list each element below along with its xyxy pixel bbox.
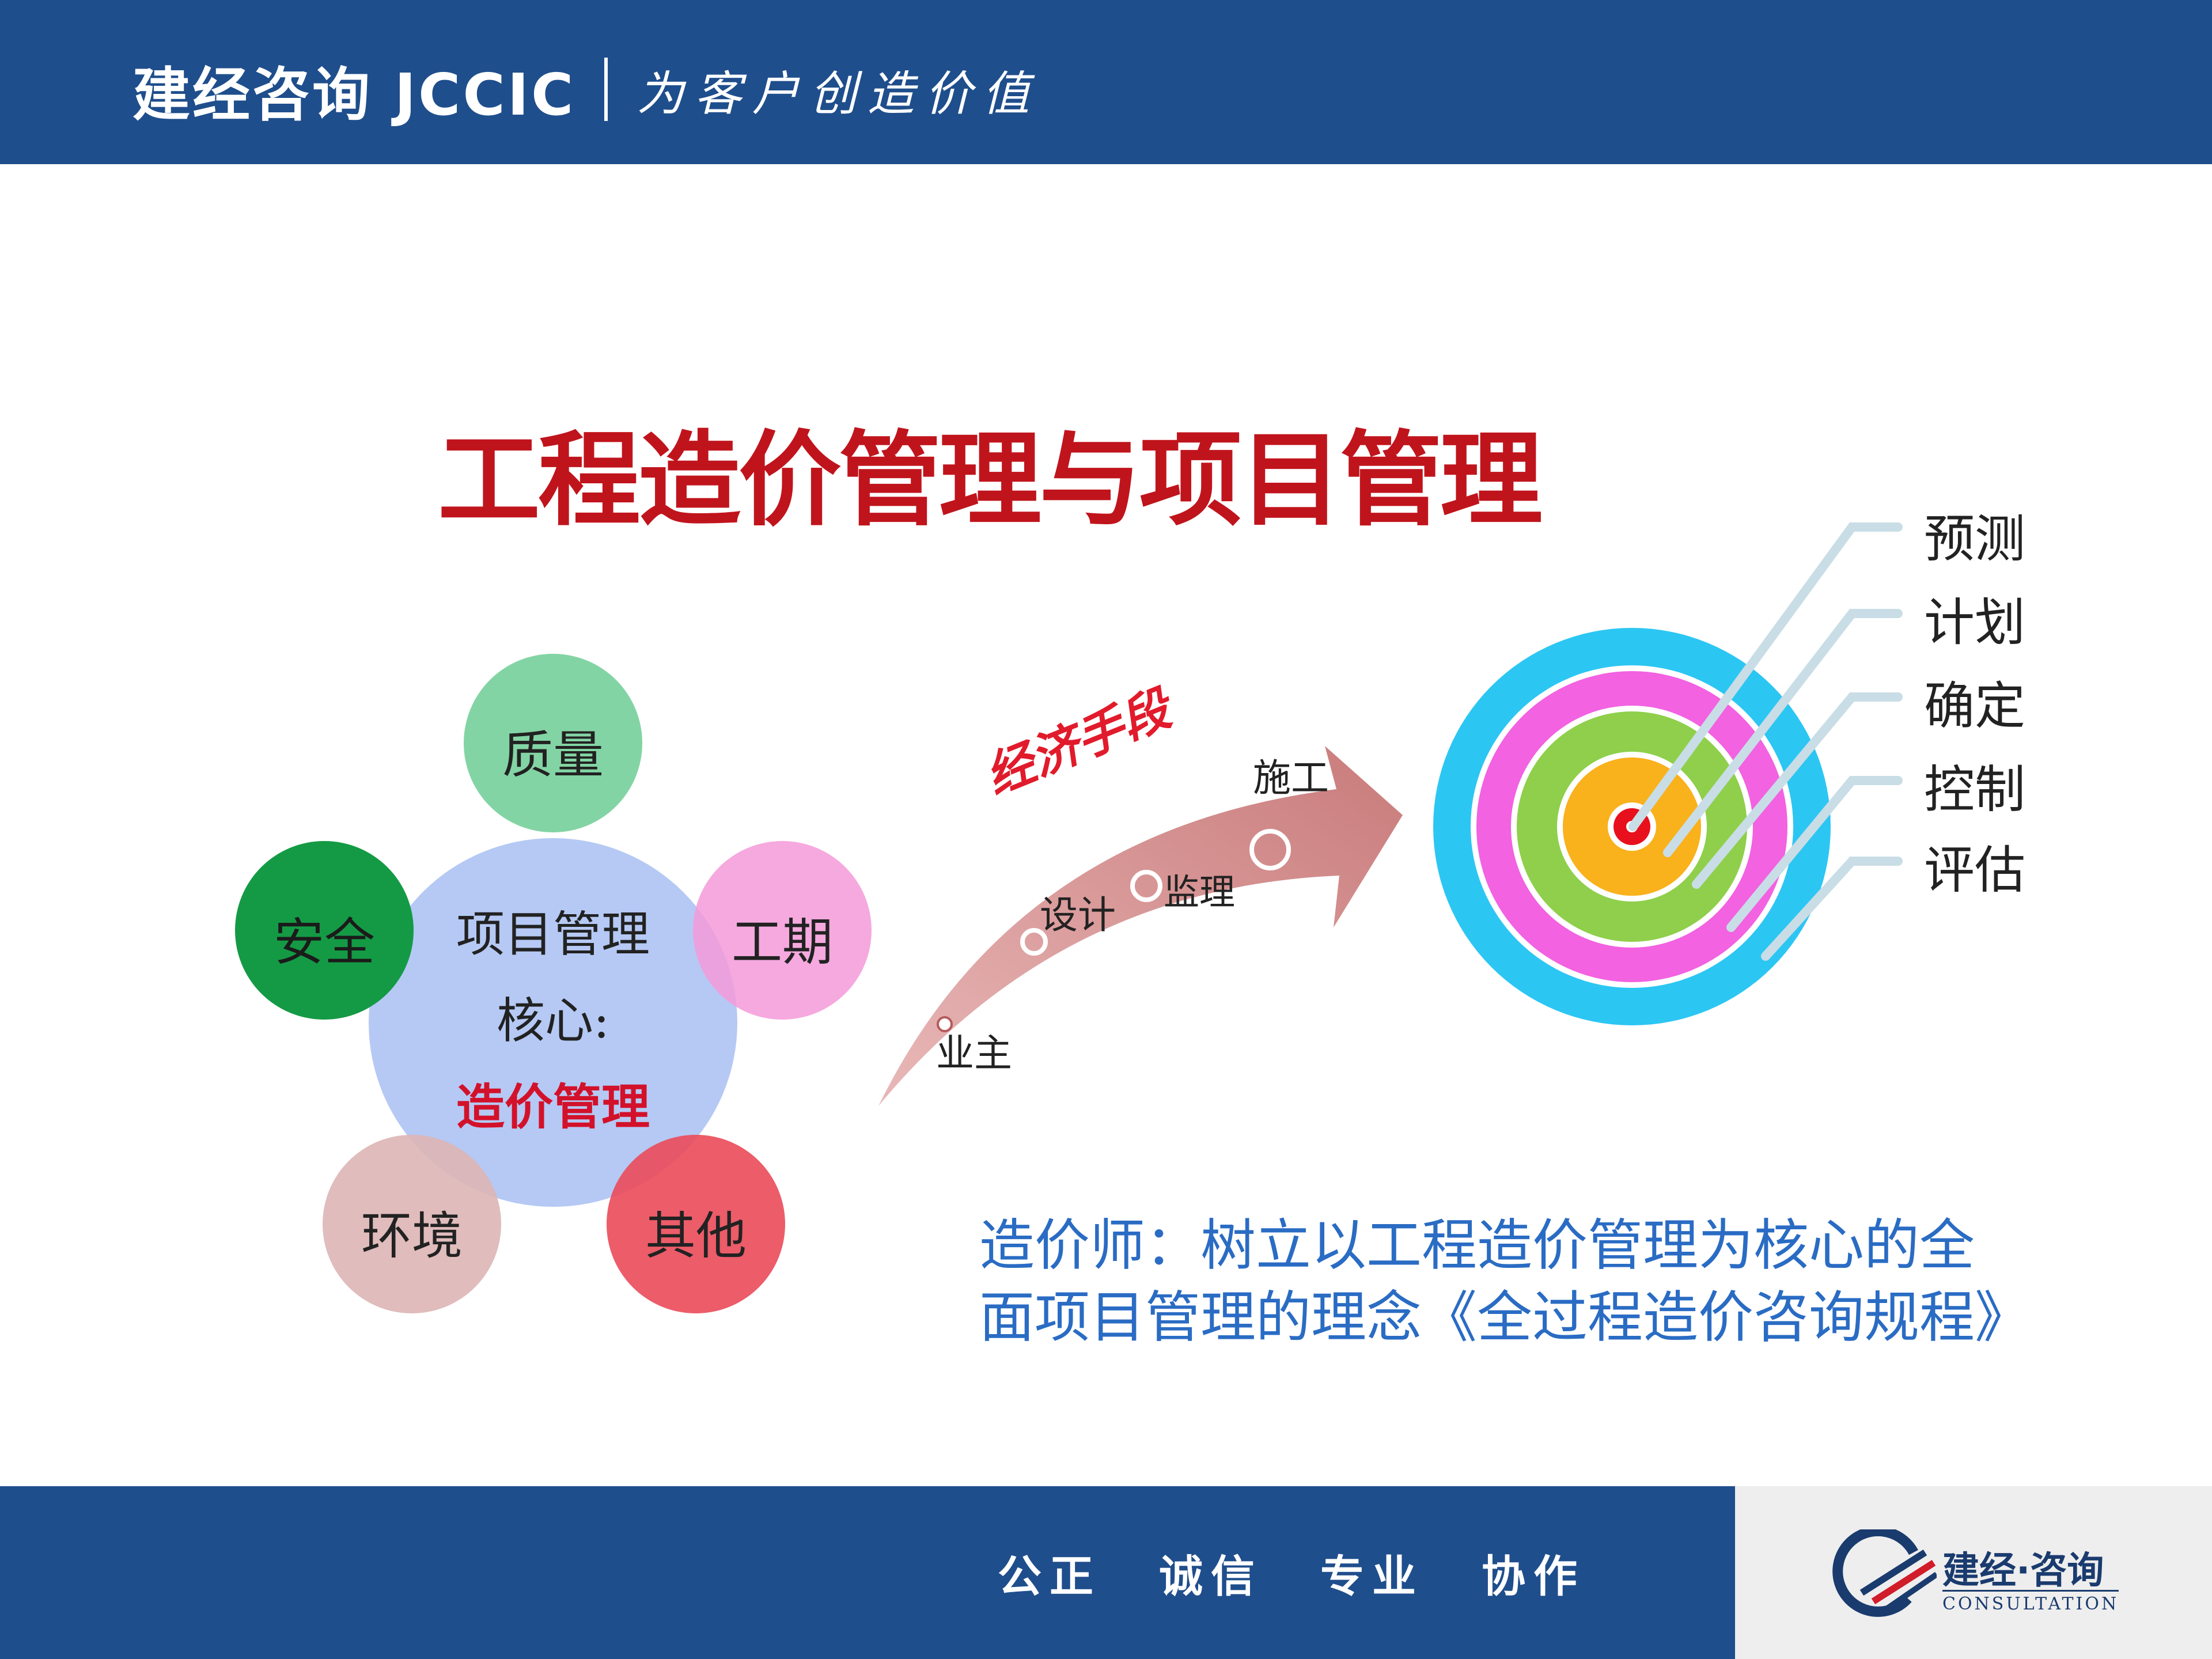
environment-circle	[323, 1135, 501, 1313]
note-line-2: 面项目管理的理念《全过程造价咨询规程》	[979, 1285, 2030, 1350]
motto-item: 公正	[998, 1551, 1101, 1602]
center-circle	[369, 838, 737, 1207]
other-label: 其他	[645, 1206, 747, 1266]
slide-title: 工程造价管理与项目管理	[438, 421, 1543, 540]
economic-arrow	[878, 746, 1403, 1106]
brand: 建经咨询 JCCIC 为客户创造价值	[132, 55, 1040, 128]
schedule-circle	[693, 841, 872, 1020]
brand-slogan: 为客户创造价值	[637, 66, 1040, 122]
schedule-label: 工期	[731, 912, 833, 972]
stage-label-supervision: 监理	[1164, 871, 1236, 913]
target-leader-lines	[1628, 522, 1903, 961]
quality-circle	[464, 654, 642, 832]
stage-marker-supervision	[1130, 870, 1162, 902]
stage-marker-design	[1020, 928, 1048, 956]
safety-label: 安全	[273, 912, 375, 972]
brand-divider	[604, 58, 608, 121]
logo-name: 建经·咨询	[1942, 1550, 2104, 1592]
stage-marker-owner	[937, 1016, 953, 1032]
footer-motto: 公正 诚信 专业 协作	[998, 1541, 1585, 1604]
target-label-control: 控制	[1924, 760, 2026, 819]
header-bar: 建经咨询 JCCIC 为客户创造价值	[0, 0, 2212, 164]
target-label-forecast: 预测	[1924, 509, 2026, 569]
company-logo-icon	[1832, 1529, 1937, 1617]
other-circle	[607, 1135, 785, 1313]
footer-logo: 建经·咨询 CONSULTATION	[1735, 1486, 2212, 1659]
target-label-evaluate: 评估	[1924, 840, 2026, 900]
footer-bar: 公正 诚信 专业 协作	[0, 1486, 1735, 1659]
logo-subtitle: CONSULTATION	[1942, 1590, 2119, 1614]
motto-item: 诚信	[1159, 1551, 1263, 1602]
stage-label-design: 设计	[1040, 893, 1116, 937]
motto-item: 专业	[1320, 1551, 1424, 1602]
stage-label-construction: 施工	[1253, 756, 1329, 800]
cost-engineer-note: 造价师：树立以工程造价管理为核心的全 面项目管理的理念《全过程造价咨询规程》	[979, 1210, 2030, 1354]
stage-label-owner: 业主	[936, 1031, 1012, 1075]
center-line-3: 造价管理	[456, 1078, 650, 1135]
stage-marker-construction	[1249, 829, 1291, 870]
quality-label: 质量	[502, 725, 604, 785]
brand-name: 建经咨询 JCCIC	[132, 60, 576, 128]
center-line-2: 核心:	[496, 993, 610, 1049]
target-label-determine: 确定	[1924, 676, 2026, 736]
pentagon-cluster	[235, 654, 872, 1313]
center-line-1: 项目管理	[456, 906, 650, 963]
motto-item: 协作	[1482, 1551, 1585, 1602]
safety-circle	[235, 841, 414, 1020]
target-label-plan: 计划	[1924, 593, 2026, 652]
note-line-1: 造价师：树立以工程造价管理为核心的全	[979, 1213, 1975, 1278]
environment-label: 环境	[361, 1206, 463, 1266]
